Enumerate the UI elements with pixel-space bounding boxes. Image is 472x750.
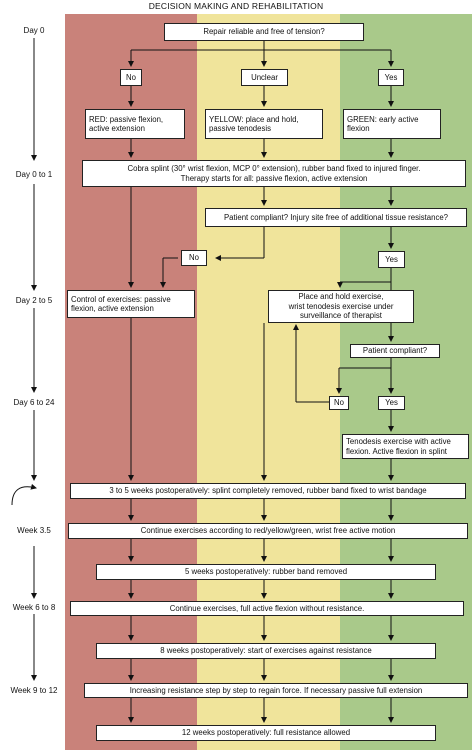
place-and-hold-box: Place and hold exercise, wrist tenodesis…: [268, 290, 414, 323]
timeline-week-6-8: Week 6 to 8: [12, 603, 56, 612]
timeline-day-2-5: Day 2 to 5: [15, 296, 53, 305]
timeline-day-0-1: Day 0 to 1: [15, 170, 53, 179]
cobra-splint-box: Cobra splint (30° wrist flexion, MCP 0° …: [82, 160, 466, 187]
twelve-weeks-box: 12 weeks postoperatively: full resistanc…: [96, 725, 436, 741]
control-exercises-box: Control of exercises: passive flexion, a…: [67, 290, 195, 318]
red-protocol-box: RED: passive flexion, active extension: [85, 109, 185, 139]
eight-weeks-box: 8 weeks postoperatively: start of exerci…: [96, 643, 436, 659]
no-box-2: No: [181, 250, 207, 266]
timeline-day-0: Day 0: [23, 26, 45, 35]
timeline-day-6-24: Day 6 to 24: [13, 398, 55, 407]
full-active-flexion-box: Continue exercises, full active flexion …: [70, 601, 464, 616]
green-protocol-box: GREEN: early active flexion: [343, 109, 441, 139]
diagram-title: DECISION MAKING AND REHABILITATION: [148, 1, 324, 11]
tenodesis-exercise-box: Tenodesis exercise with active flexion. …: [342, 434, 469, 459]
patient-compliant-box: Patient compliant?: [350, 344, 440, 358]
patient-compliant-question-box: Patient compliant? Injury site free of a…: [205, 208, 467, 227]
timeline-week-3-5: Week 3.5: [17, 526, 51, 535]
continue-exercises-box: Continue exercises according to red/yell…: [68, 523, 468, 539]
rubber-band-removed-box: 5 weeks postoperatively: rubber band rem…: [96, 564, 436, 580]
splint-removed-box: 3 to 5 weeks postoperatively: splint com…: [70, 483, 466, 499]
yellow-protocol-box: YELLOW: place and hold, passive tenodesi…: [205, 109, 323, 139]
no-box-3: No: [329, 396, 349, 410]
timeline-week-9-12: Week 9 to 12: [10, 686, 58, 695]
repair-question-box: Repair reliable and free of tension?: [164, 23, 364, 41]
yes-box-2: Yes: [378, 251, 405, 268]
yes-box-3: Yes: [378, 396, 405, 410]
yes-box-1: Yes: [378, 69, 404, 86]
unclear-box: Unclear: [241, 69, 288, 86]
no-box-1: No: [120, 69, 142, 86]
increasing-resistance-box: Increasing resistance step by step to re…: [84, 683, 468, 698]
